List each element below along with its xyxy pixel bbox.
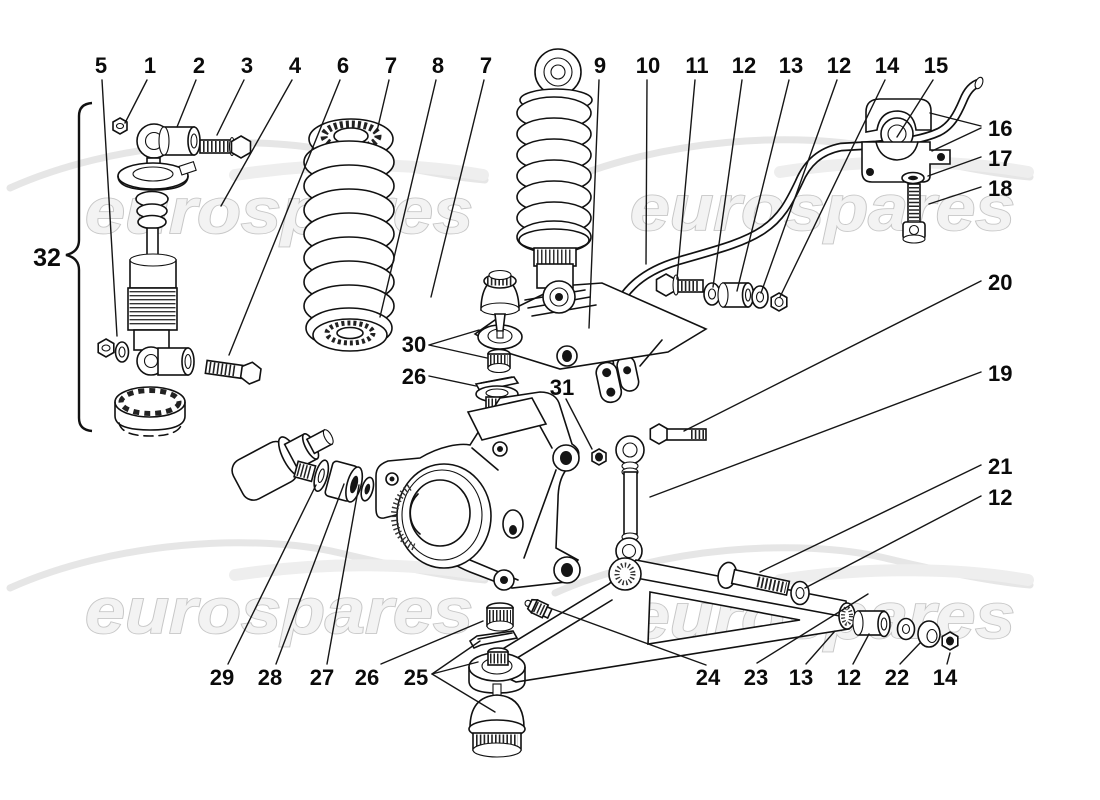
callout-3[interactable]: 3 (241, 53, 253, 78)
callout-20[interactable]: 20 (988, 270, 1012, 295)
track-rod-end (231, 428, 375, 503)
lower-bolt (204, 359, 262, 385)
clamp-lower-half (861, 141, 951, 183)
callout-12-d[interactable]: 12 (837, 665, 861, 690)
nut-26-lower (486, 602, 514, 632)
bracket-32 (65, 101, 93, 433)
callout-1[interactable]: 1 (144, 53, 156, 78)
bar-clamp (861, 98, 951, 244)
callout-7-a[interactable]: 7 (385, 53, 397, 78)
callouts: 5 1 2 3 4 6 7 8 7 9 10 11 12 13 12 14 15… (33, 53, 1012, 690)
bolt-21 (717, 561, 791, 596)
callout-10[interactable]: 10 (636, 53, 660, 78)
callout-19[interactable]: 19 (988, 361, 1012, 386)
callout-5[interactable]: 5 (95, 53, 107, 78)
callout-15[interactable]: 15 (924, 53, 948, 78)
lower-eye-bushing (136, 346, 195, 376)
watermark-bottom-left: eurospares (6, 539, 489, 648)
watermark-text: eurospares (85, 575, 473, 647)
callout-27[interactable]: 27 (310, 665, 334, 690)
nut-14-b (941, 631, 959, 651)
callout-26-a[interactable]: 26 (402, 364, 426, 389)
callout-30[interactable]: 30 (402, 332, 426, 357)
callout-2[interactable]: 2 (193, 53, 205, 78)
watermark-top-right: eurospares (551, 136, 1034, 245)
drop-link (591, 423, 707, 565)
lower-pivot-hardware (717, 561, 959, 651)
callout-4[interactable]: 4 (289, 53, 302, 78)
callout-18[interactable]: 18 (988, 176, 1012, 201)
steering-knuckle (375, 391, 581, 591)
callout-12-b[interactable]: 12 (827, 53, 851, 78)
adjuster-ring-nut (114, 386, 186, 437)
upper-ball-joint (480, 269, 520, 339)
callout-9[interactable]: 9 (594, 53, 606, 78)
lower-wishbone (468, 557, 856, 694)
callout-12-a[interactable]: 12 (732, 53, 756, 78)
castle-nut-25 (487, 647, 509, 666)
coil-spring (303, 118, 395, 352)
callout-26-b[interactable]: 26 (355, 665, 379, 690)
bushing-13-b (852, 610, 891, 638)
callout-32[interactable]: 32 (33, 244, 61, 272)
callout-23[interactable]: 23 (744, 665, 768, 690)
callout-14-a[interactable]: 14 (875, 53, 900, 78)
callout-22[interactable]: 22 (885, 665, 909, 690)
callout-16[interactable]: 16 (988, 116, 1012, 141)
ball-joint-nut-30 (487, 348, 511, 374)
bump-stop (135, 190, 169, 230)
coilover-assembly (516, 48, 593, 314)
shock-body (127, 253, 178, 351)
callout-7-b[interactable]: 7 (480, 53, 492, 78)
clamp-bolt-18 (902, 183, 926, 244)
lock-plate-26-lower (468, 630, 519, 650)
callout-11[interactable]: 11 (685, 53, 708, 78)
front-pivot-eye (608, 557, 642, 591)
shock-absorber (97, 117, 262, 437)
callout-29[interactable]: 29 (210, 665, 234, 690)
bolt-11 (655, 273, 704, 297)
top-bushing-2 (158, 126, 201, 156)
top-bolt-3 (199, 135, 252, 159)
lower-nut-washer-5 (97, 338, 130, 363)
spring-perch (117, 161, 197, 191)
spacer-27 (324, 460, 364, 503)
bushing-13-a (717, 282, 755, 308)
callout-21[interactable]: 21 (988, 454, 1012, 479)
callout-25[interactable]: 25 (404, 665, 428, 690)
bar-hardware-row (655, 273, 788, 312)
grease-nipple-24 (524, 598, 553, 620)
callout-17[interactable]: 17 (988, 146, 1012, 171)
callout-28[interactable]: 28 (258, 665, 282, 690)
watermark-text: eurospares (630, 172, 1015, 244)
lower-ball-joint (468, 683, 526, 758)
leader-lines (101, 79, 982, 713)
nut-31 (591, 448, 607, 466)
spring-bottom-plate (312, 318, 388, 352)
callout-12-c[interactable]: 12 (988, 485, 1012, 510)
callout-13-a[interactable]: 13 (779, 53, 803, 78)
callout-14-b[interactable]: 14 (933, 665, 958, 690)
callout-13-b[interactable]: 13 (789, 665, 813, 690)
callout-8[interactable]: 8 (432, 53, 444, 78)
callout-24[interactable]: 24 (696, 665, 721, 690)
callout-31[interactable]: 31 (550, 375, 574, 400)
callout-6[interactable]: 6 (337, 53, 349, 78)
clamp-upper-half (865, 98, 932, 133)
lower-ball-joint-stack (468, 602, 526, 758)
bolt-20 (649, 423, 707, 445)
cup-washer-22 (917, 620, 941, 648)
